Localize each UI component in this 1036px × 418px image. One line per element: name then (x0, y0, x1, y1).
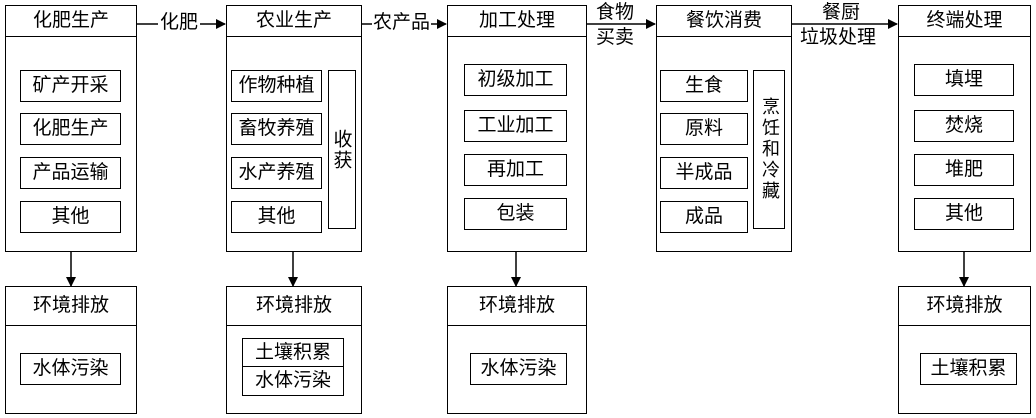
stage-title: 餐饮消费 (657, 6, 791, 37)
stage-item: 其他 (20, 201, 121, 233)
stage-item: 矿产开采 (20, 70, 121, 102)
flow-label-trade: 买卖 (596, 26, 635, 48)
flow-label-waste-disposal: 垃圾处理 (800, 26, 877, 48)
stage-item: 工业加工 (464, 110, 567, 142)
stage-title: 加工处理 (448, 6, 586, 37)
emission-box-fertilizer: 环境排放 (5, 286, 137, 414)
emission-item: 土壤积累 (920, 353, 1017, 385)
stage-item: 化肥生产 (20, 113, 121, 145)
emission-item: 水体污染 (470, 353, 567, 385)
stage-item: 作物种植 (231, 70, 322, 102)
stage-item: 堆肥 (914, 154, 1014, 186)
stage-title: 终端处理 (899, 6, 1030, 37)
stage-item: 水产养殖 (231, 157, 322, 189)
stage-item: 原料 (660, 113, 748, 145)
emission-item: 水体污染 (20, 353, 121, 385)
stage-item: 包装 (464, 198, 567, 230)
emission-item: 水体污染 (242, 366, 344, 396)
stage-item: 焚烧 (914, 110, 1014, 142)
flow-label-kitchen: 餐厨 (822, 1, 861, 23)
emission-title: 环境排放 (448, 287, 586, 326)
emission-box-processing: 环境排放 (447, 286, 587, 414)
stage-item: 畜牧养殖 (231, 113, 322, 145)
emission-item: 土壤积累 (242, 338, 344, 368)
flow-label-agri-products: 农产品 (372, 11, 432, 33)
stage-side-label-cooking: 烹饪和冷藏 (753, 70, 785, 229)
stage-item: 生食 (660, 70, 748, 102)
flow-label-fertilizer: 化肥 (158, 11, 201, 33)
flow-label-food: 食物 (596, 1, 635, 23)
stage-side-label-harvest: 收获 (328, 70, 356, 229)
stage-item: 半成品 (660, 157, 748, 189)
stage-title: 农业生产 (227, 6, 361, 37)
stage-item: 其他 (914, 198, 1014, 230)
emission-title: 环境排放 (899, 287, 1030, 326)
stage-item: 再加工 (464, 154, 567, 186)
emission-title: 环境排放 (227, 287, 361, 326)
emission-title: 环境排放 (6, 287, 136, 326)
stage-item: 初级加工 (464, 64, 567, 96)
stage-item: 其他 (231, 201, 322, 233)
stage-item: 成品 (660, 201, 748, 233)
stage-item: 填埋 (914, 64, 1014, 96)
emission-box-terminal: 环境排放 (898, 286, 1031, 414)
stage-item: 产品运输 (20, 157, 121, 189)
stage-title: 化肥生产 (6, 6, 136, 37)
